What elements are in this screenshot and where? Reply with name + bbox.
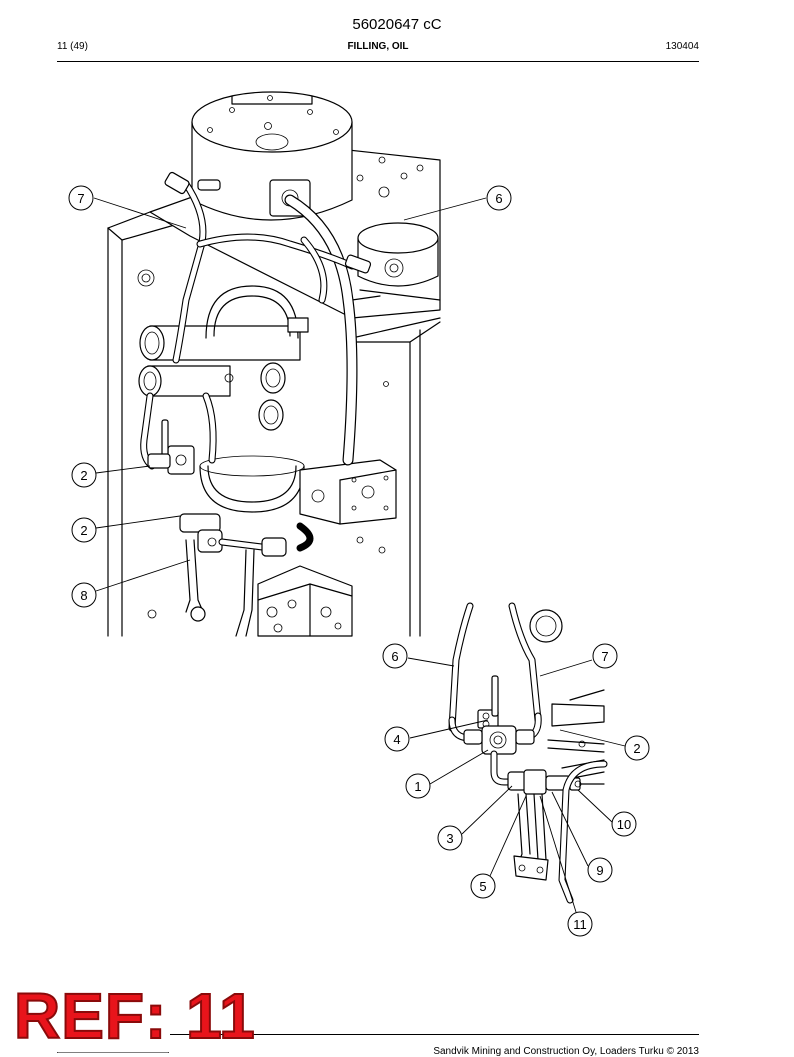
- detail-callout-3: 3: [446, 831, 453, 846]
- ref-stamp: REF: 11: [13, 980, 256, 1052]
- page-header: 11 (49) FILLING, OIL 130404: [57, 41, 699, 55]
- detail-callout-2: 2: [633, 741, 640, 756]
- callout-2b: 2: [80, 523, 87, 538]
- tank-top-edge: [107, 211, 151, 229]
- lower-clamp: [199, 465, 305, 513]
- quick-coupling: [179, 513, 221, 533]
- detail-callout-4: 4: [393, 732, 400, 747]
- header-divider: [57, 61, 699, 62]
- page-title: FILLING, OIL: [347, 41, 409, 52]
- company-logo: [57, 1046, 169, 1053]
- detail-callout-5: 5: [479, 879, 486, 894]
- footer-copyright: Sandvik Mining and Construction Oy, Load…: [433, 1046, 699, 1057]
- detail-callout-9: 9: [596, 863, 603, 878]
- detail-view: [448, 602, 608, 904]
- callout-2: 2: [80, 468, 87, 483]
- distribution-block: [257, 565, 353, 637]
- detail-callout-11: 11: [573, 917, 587, 932]
- callout-6: 6: [495, 191, 502, 206]
- document-date: 130404: [665, 41, 699, 52]
- main-assembly-view: [107, 91, 441, 637]
- detail-callout-10: 10: [617, 817, 631, 832]
- page-count: 11 (49): [57, 41, 88, 52]
- detail-view-callouts: 6 7 4 2 1 10 3 9 5 11: [382, 643, 650, 937]
- footer-divider: [170, 1034, 699, 1035]
- ball-valve: [167, 445, 195, 475]
- top-view-callouts: 7 6 2 2 8: [68, 185, 512, 608]
- callout-7: 7: [77, 191, 84, 206]
- detail-callout-7: 7: [601, 649, 608, 664]
- valve-handle: [491, 675, 499, 717]
- upper-clamp: [205, 285, 299, 339]
- callout-8: 8: [80, 588, 87, 603]
- valve-block: [299, 459, 397, 525]
- detail-callout-1: 1: [414, 779, 421, 794]
- detail-callout-6: 6: [391, 649, 398, 664]
- document-number: 56020647 cC: [352, 16, 442, 33]
- detail-ball-valve: [481, 725, 517, 755]
